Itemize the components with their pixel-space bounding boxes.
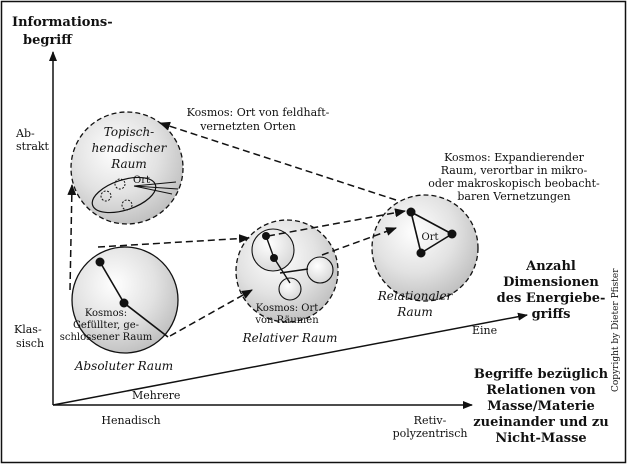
x-right-label-line-2: polyzentrisch [393,427,468,440]
x-right-label-line-1: Retiv- [414,414,447,427]
absolute-space-line-a [99,261,125,304]
relational-space-sphere [371,194,479,302]
arrow-relative-to-relational-a [267,208,406,237]
x-axis-title-line-1: Begriffe bezüglich [474,367,609,382]
absolute-space-point-a [95,257,105,267]
absolute-space: Kosmos: Gefüllter, ge- schlossener Raum … [60,246,179,373]
relational-name-line-1: Relationaler [377,289,454,303]
x-axis-title: Begriffe bezüglich Relationen von Masse/… [473,367,608,446]
y-axis-title-line-2: begriff [23,33,73,48]
relative-kosmos-line-2: von Räumen [254,315,319,326]
note-expand-line-3: oder makroskopisch beobacht- [428,177,600,190]
diag-low-label: Mehrere [132,389,180,402]
note-feldhaft: Kosmos: Ort von feldhaft- vernetzten Ort… [187,106,330,133]
topisch-small-place-b [114,178,126,190]
y-bottom-label-line-2: sisch [16,337,44,350]
note-expanding: Kosmos: Expandierender Raum, verortbar i… [428,151,600,203]
y-axis-title: Informations- begriff [12,15,113,48]
y-top-label-line-2: strakt [16,140,50,153]
relational-ort-label: Ort [422,232,439,243]
topisch-ort-ray-2 [133,185,179,190]
relative-subspace-c [278,277,302,301]
y-bottom-label-line-1: Klas- [14,323,42,336]
relational-line-a [410,211,453,235]
relational-point-b [447,229,457,239]
relational-space: Ort Relationaler Raum [371,194,479,319]
arrow-relative-to-relational-b [321,227,397,256]
relational-line-c [410,211,422,254]
absolute-kosmos-line-1: Kosmos: [85,308,127,319]
x-axis-title-line-5: Nicht-Masse [495,431,586,446]
absolute-space-name: Absoluter Raum [74,359,173,373]
relational-name-line-2: Raum [396,305,433,319]
relational-line-b [420,233,453,254]
diagonal-axis-title: Anzahl Dimensionen des Energiebe- griffs [497,259,606,322]
relative-space: Kosmos: Ort von Räumen Relativer Raum [235,219,339,345]
relative-point-b [270,254,278,262]
topisch-name-line-3: Raum [110,157,147,171]
diag-title-line-2: Dimensionen [503,275,599,290]
absolute-kosmos-line-2: Gefüllter, ge- [73,320,139,331]
arrow-absolute-to-relative [97,234,250,248]
absolute-kosmos-line-3: schlossener Raum [60,332,153,343]
absolute-space-point-b [119,298,129,308]
relative-line-b [273,257,291,284]
topisch-space: Topisch- henadischer Raum Ort [70,111,184,225]
dashed-arrows [67,121,406,337]
x-axis-title-line-3: Masse/Materie [487,399,595,414]
relative-space-name: Relativer Raum [242,331,338,345]
relational-point-a [406,207,416,217]
x-left-label: Henadisch [101,414,160,427]
note-expand-line-1: Kosmos: Expandierender [444,151,584,164]
topisch-small-place-a [100,190,112,202]
diagonal-axis [52,312,528,406]
topisch-ort-ray-3 [133,185,173,195]
topisch-ort-ellipse [91,176,157,214]
relative-subspace-b [306,256,334,284]
topisch-ort-label: Ort [133,175,150,186]
relative-point-a [262,232,270,240]
x-axis-title-line-2: Relationen von [486,383,596,398]
note-expand-line-2: Raum, verortbar in mikro- [441,164,588,177]
note-feldhaft-line-1: Kosmos: Ort von feldhaft- [187,106,330,119]
relative-kosmos-line-1: Kosmos: Ort [256,303,319,314]
topisch-ort-ray-1 [133,181,177,187]
arrow-relational-to-topisch [159,121,397,201]
arrow-absolute-to-relational-route [169,289,253,337]
diag-title-line-3: des Energiebe- [497,291,606,306]
diag-title-line-4: griffs [532,307,571,322]
topisch-name-line-1: Topisch- [104,125,154,139]
diag-high-label: Eine [472,324,497,337]
relative-line-c [279,268,309,274]
note-feldhaft-line-2: vernetzten Orten [199,120,296,133]
relative-subspace-a [251,228,295,272]
y-top-label-line-1: Ab- [15,127,35,140]
y-axis-title-line-1: Informations- [12,15,113,30]
topisch-name-line-2: henadischer [92,141,168,155]
note-expand-line-4: baren Vernetzungen [457,190,570,203]
absolute-space-line-b [123,302,169,338]
x-axis-title-line-4: zueinander und zu [473,415,608,430]
relational-point-c [416,248,426,258]
topisch-small-place-c [121,199,133,211]
topisch-space-sphere [70,111,184,225]
diag-title-line-1: Anzahl [525,259,576,274]
arrow-absolute-to-topisch [67,184,77,291]
copyright-text: Copyright by Dieter Pfister [611,268,621,392]
